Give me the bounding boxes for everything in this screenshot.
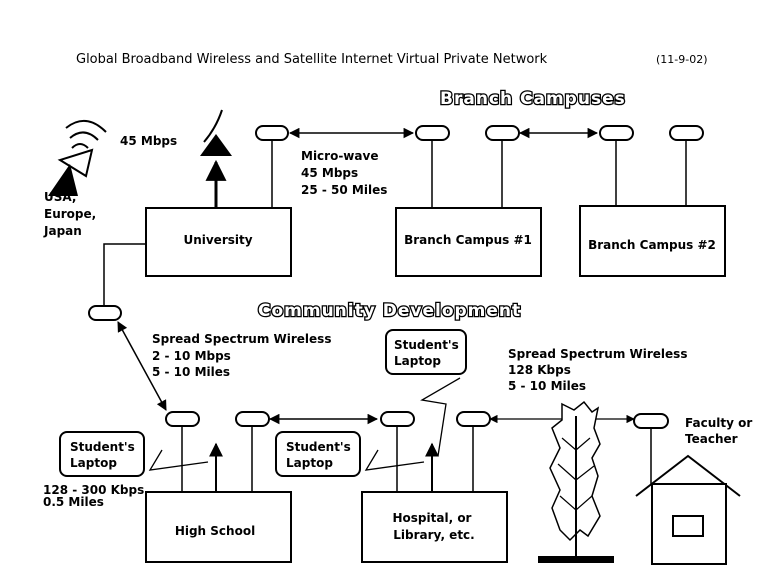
svg-text:Student's: Student's [70,440,135,454]
highschool-antenna-a [165,411,200,427]
house-icon [635,454,741,565]
branch-campus-1-box [395,207,542,277]
svg-text:Laptop: Laptop [286,456,333,470]
svg-text:45 Mbps: 45 Mbps [301,166,358,180]
student-laptop-b [275,431,361,477]
spread-spectrum-right-label: Spread Spectrum Wireless 128 Kbps 5 - 10… [508,347,687,393]
library-label: Library, etc. [393,528,474,542]
svg-text:USA,: USA, [44,190,76,204]
highschool-antenna-b [235,411,270,427]
branch-campus-2-box [579,205,726,277]
satellite-speed: 45 Mbps [120,134,177,148]
svg-text:5 - 10 Miles: 5 - 10 Miles [152,365,230,379]
svg-text:Student's: Student's [394,338,459,352]
university-relay-antenna [88,305,122,321]
hospital-box [361,491,508,563]
high-school-label: High School [175,524,255,538]
svg-text:2 - 10 Mbps: 2 - 10 Mbps [152,349,231,363]
faculty-antenna [633,413,669,429]
wireless-zigzag-a [148,449,209,471]
tree-icon [538,400,614,563]
high-school-box [145,491,292,563]
svg-text:Spread Spectrum Wireless: Spread Spectrum Wireless [508,347,687,361]
svg-text:Micro-wave: Micro-wave [301,149,378,163]
branch-campus-2-label: Branch Campus #2 [588,238,716,252]
faculty-label: Faculty or Teacher [685,416,752,446]
svg-text:128 Kbps: 128 Kbps [508,363,571,377]
svg-text:Spread Spectrum Wireless: Spread Spectrum Wireless [152,332,331,346]
branch-campuses-heading: Branch Campuses [440,89,626,109]
hospital-antenna-a [380,411,415,427]
svg-text:Teacher: Teacher [685,432,738,446]
branch2-antenna-b [669,125,704,141]
wireless-zigzag-c [420,377,461,457]
hospital-label: Hospital, or [393,511,472,525]
branch2-antenna-a [599,125,634,141]
wireless-zigzag-b [364,449,425,471]
svg-text:Laptop: Laptop [70,456,117,470]
svg-text:Japan: Japan [43,224,82,238]
university-box [145,207,292,277]
svg-text:Student's: Student's [286,440,351,454]
spread-spectrum-left-label: Spread Spectrum Wireless 2 - 10 Mbps 5 -… [152,332,331,379]
svg-text:Faculty or: Faculty or [685,416,752,430]
community-development-heading: Community Development [258,301,521,321]
branch1-antenna-b [485,125,520,141]
svg-text:0.5 Miles: 0.5 Miles [43,495,104,509]
university-dish-icon [200,109,232,156]
svg-text:Europe,: Europe, [44,207,96,221]
branch1-antenna-a [415,125,450,141]
student-laptop-a [59,431,145,477]
svg-text:128 - 300 Kbps: 128 - 300 Kbps [43,483,144,497]
hospital-antenna-b [456,411,491,427]
laptop-range-label: 128 - 300 Kbps 0.5 Miles [43,483,144,509]
satellite-regions: USA, Europe, Japan [43,190,96,238]
svg-text:25 - 50 Miles: 25 - 50 Miles [301,183,387,197]
microwave-label: Micro-wave 45 Mbps 25 - 50 Miles [301,149,387,197]
university-label: University [183,233,252,247]
svg-text:Laptop: Laptop [394,354,441,368]
branch-campus-1-label: Branch Campus #1 [404,233,532,247]
diagram-date: (11-9-02) [656,53,708,66]
university-antenna [255,125,289,141]
satellite-dish-icon [48,120,107,196]
student-laptop-c [385,329,467,375]
diagram-title: Global Broadband Wireless and Satellite … [76,52,548,67]
svg-text:5 - 10 Miles: 5 - 10 Miles [508,379,586,393]
